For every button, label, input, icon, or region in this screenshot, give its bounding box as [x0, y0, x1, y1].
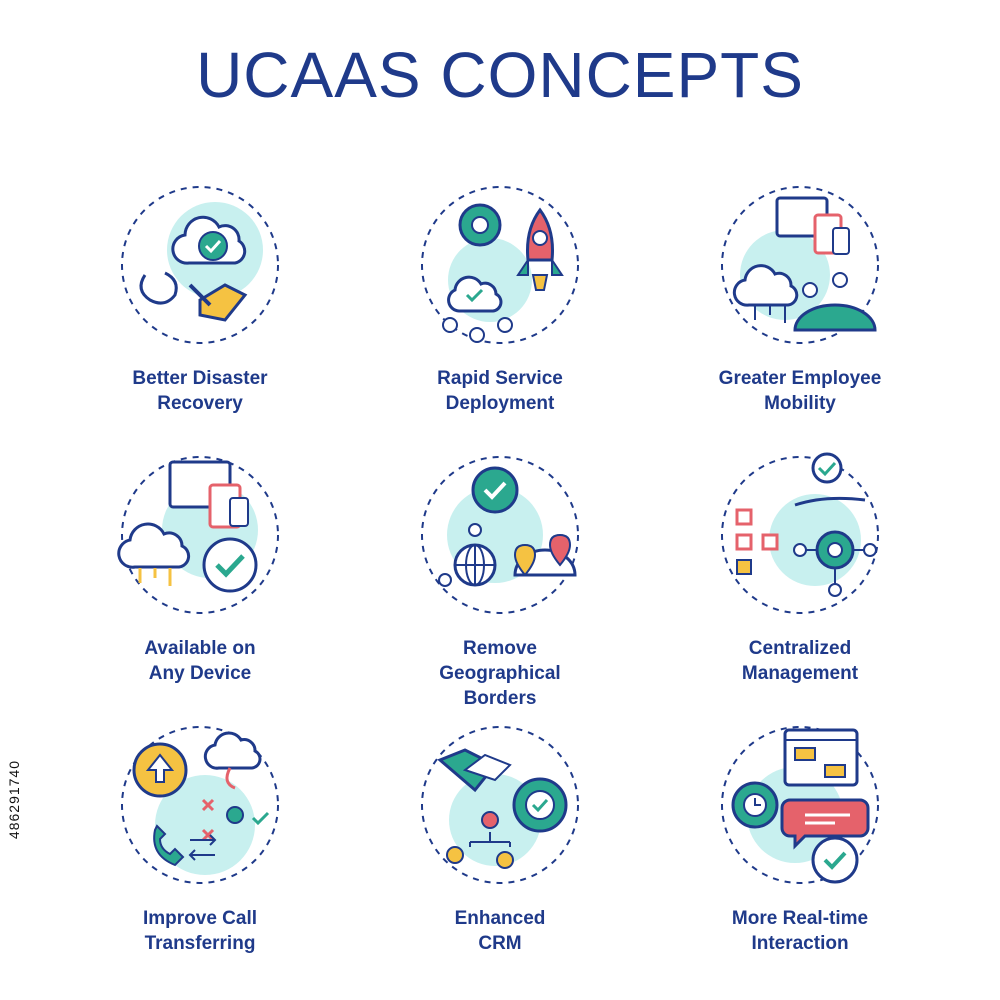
concept-label: Better Disaster Recovery	[132, 368, 268, 414]
chat-bubbles-clock-icon	[721, 726, 879, 884]
globe-location-pins-icon	[421, 456, 579, 614]
concept-label: Centralized Management	[741, 638, 859, 684]
concept-improve-call-transferring: Improve Call Transferring	[50, 720, 350, 956]
page-title: UCAAS CONCEPTS	[196, 39, 804, 111]
concept-remove-geographical-borders: Remove Geographical Borders	[350, 450, 650, 711]
cloud-gear-handshake-icon	[121, 186, 279, 344]
concept-rapid-service-deployment: Rapid Service Deployment	[350, 180, 650, 416]
concept-label: Available on Any Device	[144, 638, 256, 684]
handshake-gear-people-icon	[421, 726, 579, 884]
phone-transfer-icon	[121, 726, 279, 884]
stock-id-watermark: 486291740	[6, 760, 22, 840]
concept-better-disaster-recovery: Better Disaster Recovery	[50, 180, 350, 416]
concept-label: Rapid Service Deployment	[437, 368, 563, 414]
concept-label: More Real-time Interaction	[731, 908, 869, 954]
devices-cloud-check-icon	[117, 456, 279, 614]
concept-label: Enhanced CRM	[454, 908, 546, 954]
concept-label: Remove Geographical Borders	[439, 638, 561, 709]
devices-cloud-globe-icon	[721, 186, 879, 344]
concept-more-real-time-interaction: More Real-time Interaction	[650, 720, 950, 956]
concept-label: Greater Employee Mobility	[718, 368, 882, 414]
hand-network-hub-icon	[721, 452, 879, 614]
concept-available-on-any-device: Available on Any Device	[50, 450, 350, 686]
rocket-gear-cloud-icon	[421, 186, 579, 344]
concept-greater-employee-mobility: Greater Employee Mobility	[650, 180, 950, 416]
concept-enhanced-crm: Enhanced CRM	[350, 720, 650, 956]
concept-label: Improve Call Transferring	[142, 908, 258, 954]
concept-centralized-management: Centralized Management	[650, 450, 950, 686]
